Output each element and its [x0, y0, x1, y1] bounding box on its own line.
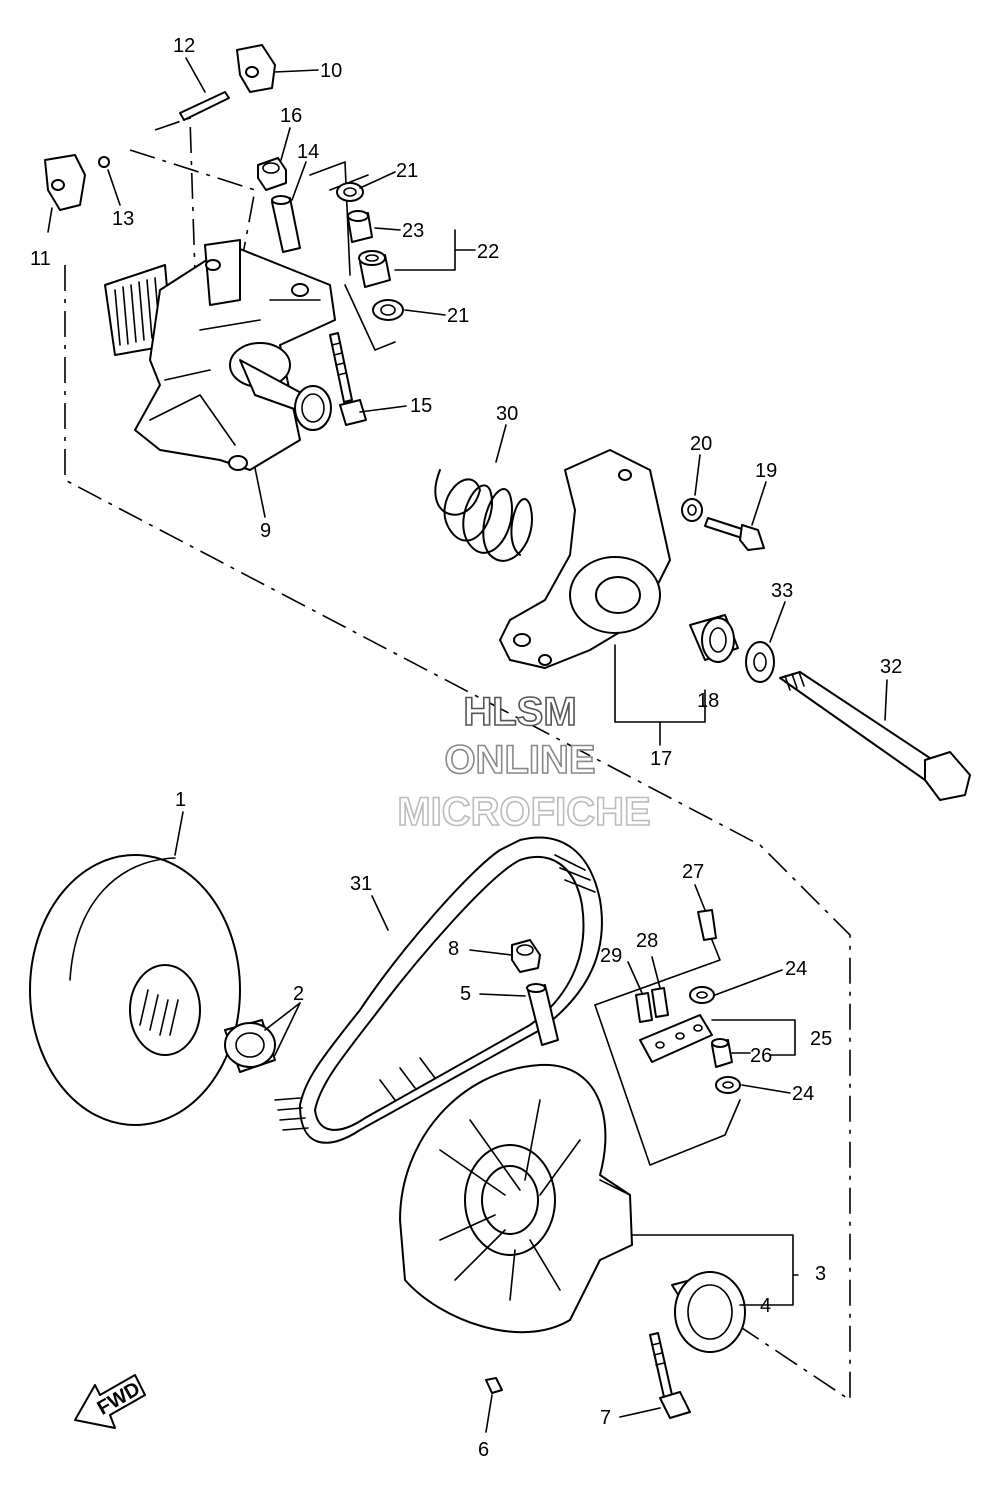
callout-15: 15 — [410, 395, 432, 417]
bolt-15 — [329, 332, 367, 426]
callout-19: 19 — [755, 460, 777, 482]
callout-25: 25 — [810, 1028, 832, 1050]
callout-7: 7 — [600, 1407, 611, 1429]
leader-lines — [47, 57, 888, 1433]
callout-10: 10 — [320, 60, 342, 82]
washer-33 — [745, 641, 775, 683]
pin-12 — [179, 91, 230, 121]
weight-11 — [44, 154, 86, 211]
collar-26 — [711, 1038, 733, 1068]
callout-12: 12 — [173, 35, 195, 57]
washer-24-top — [689, 986, 715, 1004]
callout-28: 28 — [636, 930, 658, 952]
washer-20 — [681, 498, 703, 522]
bracket-25 — [639, 1014, 713, 1063]
sheave-3 — [399, 1063, 633, 1334]
bolt-32 — [779, 671, 971, 801]
callout-9: 9 — [260, 520, 271, 542]
callout-11: 11 — [30, 248, 51, 270]
callout-6: 6 — [478, 1439, 489, 1461]
sheave-1 — [29, 854, 241, 1126]
callout-32: 32 — [880, 656, 902, 678]
callout-26: 26 — [750, 1045, 772, 1067]
fwd-arrow-icon: FWD — [74, 1374, 146, 1429]
collar-14 — [271, 195, 301, 253]
collar-23 — [347, 210, 373, 243]
callout-labels: 12 10 16 14 21 13 11 23 22 21 15 30 20 1… — [30, 35, 902, 1461]
nut-8 — [511, 939, 541, 973]
bearing-4 — [671, 1271, 746, 1353]
nut-16 — [257, 157, 287, 191]
fixed-sheave-hub — [104, 239, 336, 471]
spring-seat-17 — [499, 449, 671, 669]
watermark: HLSM ONLINE MICROFICHE — [397, 689, 652, 835]
watermark-line-3: MICROFICHE — [397, 790, 650, 834]
callout-20: 20 — [690, 433, 712, 455]
callout-1: 1 — [175, 789, 186, 811]
callout-29: 29 — [600, 945, 622, 967]
callout-16: 16 — [280, 105, 302, 127]
callout-27: 27 — [682, 861, 704, 883]
callout-4: 4 — [760, 1295, 771, 1317]
bushing-2 — [224, 1019, 276, 1073]
callout-13: 13 — [112, 208, 134, 230]
bolt-27 — [697, 909, 717, 941]
callout-14: 14 — [297, 141, 319, 163]
pin-5 — [526, 983, 559, 1046]
watermark-line-2: ONLINE — [444, 738, 595, 782]
washer-21-top — [336, 182, 364, 202]
bolt-19 — [704, 517, 765, 551]
belt-31 — [274, 836, 603, 1144]
callout-3: 3 — [815, 1263, 826, 1285]
bolt-7 — [649, 1332, 691, 1419]
callout-30: 30 — [496, 403, 518, 425]
callout-5: 5 — [460, 983, 471, 1005]
washer-21-bottom — [372, 299, 404, 321]
bolt-29 — [635, 992, 653, 1023]
callout-33: 33 — [771, 580, 793, 602]
washer-24-bottom — [715, 1076, 741, 1094]
roller-22 — [358, 250, 391, 288]
callout-2: 2 — [293, 983, 304, 1005]
ring-13 — [98, 156, 110, 168]
pin-6 — [485, 1377, 503, 1394]
bushing-18 — [689, 614, 739, 663]
callout-24-bottom: 24 — [792, 1083, 814, 1105]
callout-21-bottom: 21 — [447, 305, 469, 327]
callout-31: 31 — [350, 873, 372, 895]
watermark-line-1: HLSM — [463, 690, 576, 734]
weight-10 — [236, 44, 276, 93]
callout-21-top: 21 — [396, 160, 418, 182]
bolt-28 — [651, 987, 669, 1018]
callout-23: 23 — [402, 220, 424, 242]
callout-22: 22 — [477, 241, 499, 263]
callout-18: 18 — [697, 690, 719, 712]
callout-24-top: 24 — [785, 958, 807, 980]
spring-30 — [434, 469, 533, 562]
callout-17: 17 — [650, 748, 672, 770]
callout-8: 8 — [448, 938, 459, 960]
